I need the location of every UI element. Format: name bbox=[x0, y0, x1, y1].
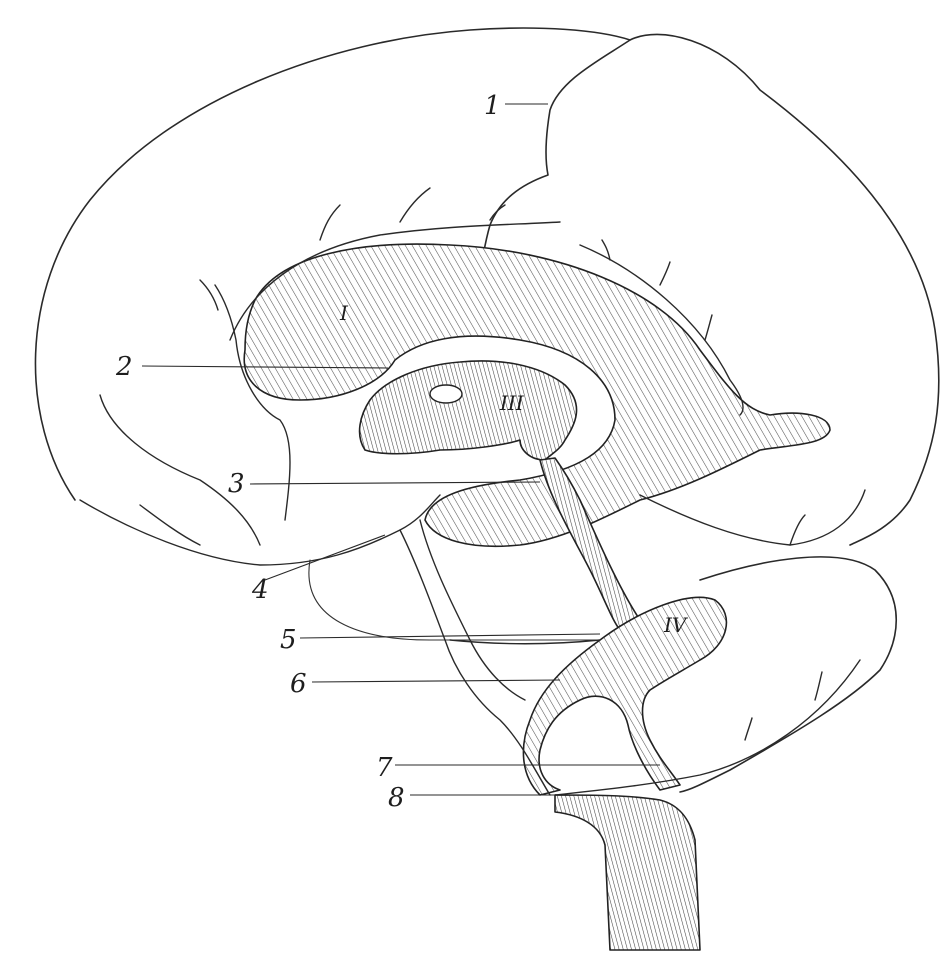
superior-vessel-branch-1 bbox=[320, 205, 340, 240]
label-8: 8 bbox=[388, 783, 405, 813]
superior-vessel-branch-2 bbox=[400, 188, 430, 222]
third-ventricle-mark: III bbox=[499, 391, 525, 415]
posterior-vessel-branch-2 bbox=[660, 262, 670, 285]
posterior-vessel-branch-3 bbox=[705, 315, 712, 340]
label-6: 6 bbox=[290, 669, 307, 699]
occipital-vessel-branch bbox=[790, 515, 805, 545]
label-2: 2 bbox=[115, 352, 133, 382]
cerebellum-outline bbox=[680, 557, 896, 792]
third-ventricle bbox=[360, 361, 577, 460]
label-5: 5 bbox=[280, 625, 297, 655]
lateral-ventricle-mark: I bbox=[339, 301, 349, 325]
label-3: 3 bbox=[228, 469, 245, 499]
basal-vein bbox=[80, 495, 440, 565]
label-1: 1 bbox=[484, 91, 501, 121]
interthalamic-adhesion bbox=[430, 385, 462, 403]
label-4: 4 bbox=[251, 575, 269, 605]
leader-6 bbox=[312, 680, 560, 682]
great-vein-inner bbox=[420, 520, 525, 700]
spinal-canal bbox=[555, 795, 700, 950]
leader-4 bbox=[265, 535, 385, 580]
basal-vein-branch-2 bbox=[140, 505, 200, 545]
leader-5 bbox=[300, 634, 600, 638]
inferior-sinus-branch-1 bbox=[745, 718, 752, 740]
lateral-aperture-vessel bbox=[450, 640, 600, 644]
inferior-sinus-branch-2 bbox=[815, 672, 822, 700]
label-7: 7 bbox=[376, 753, 393, 783]
superior-vessel-branch-3 bbox=[490, 205, 505, 220]
occipital-vessel bbox=[640, 490, 865, 545]
fourth-ventricle-mark: IV bbox=[663, 613, 689, 637]
